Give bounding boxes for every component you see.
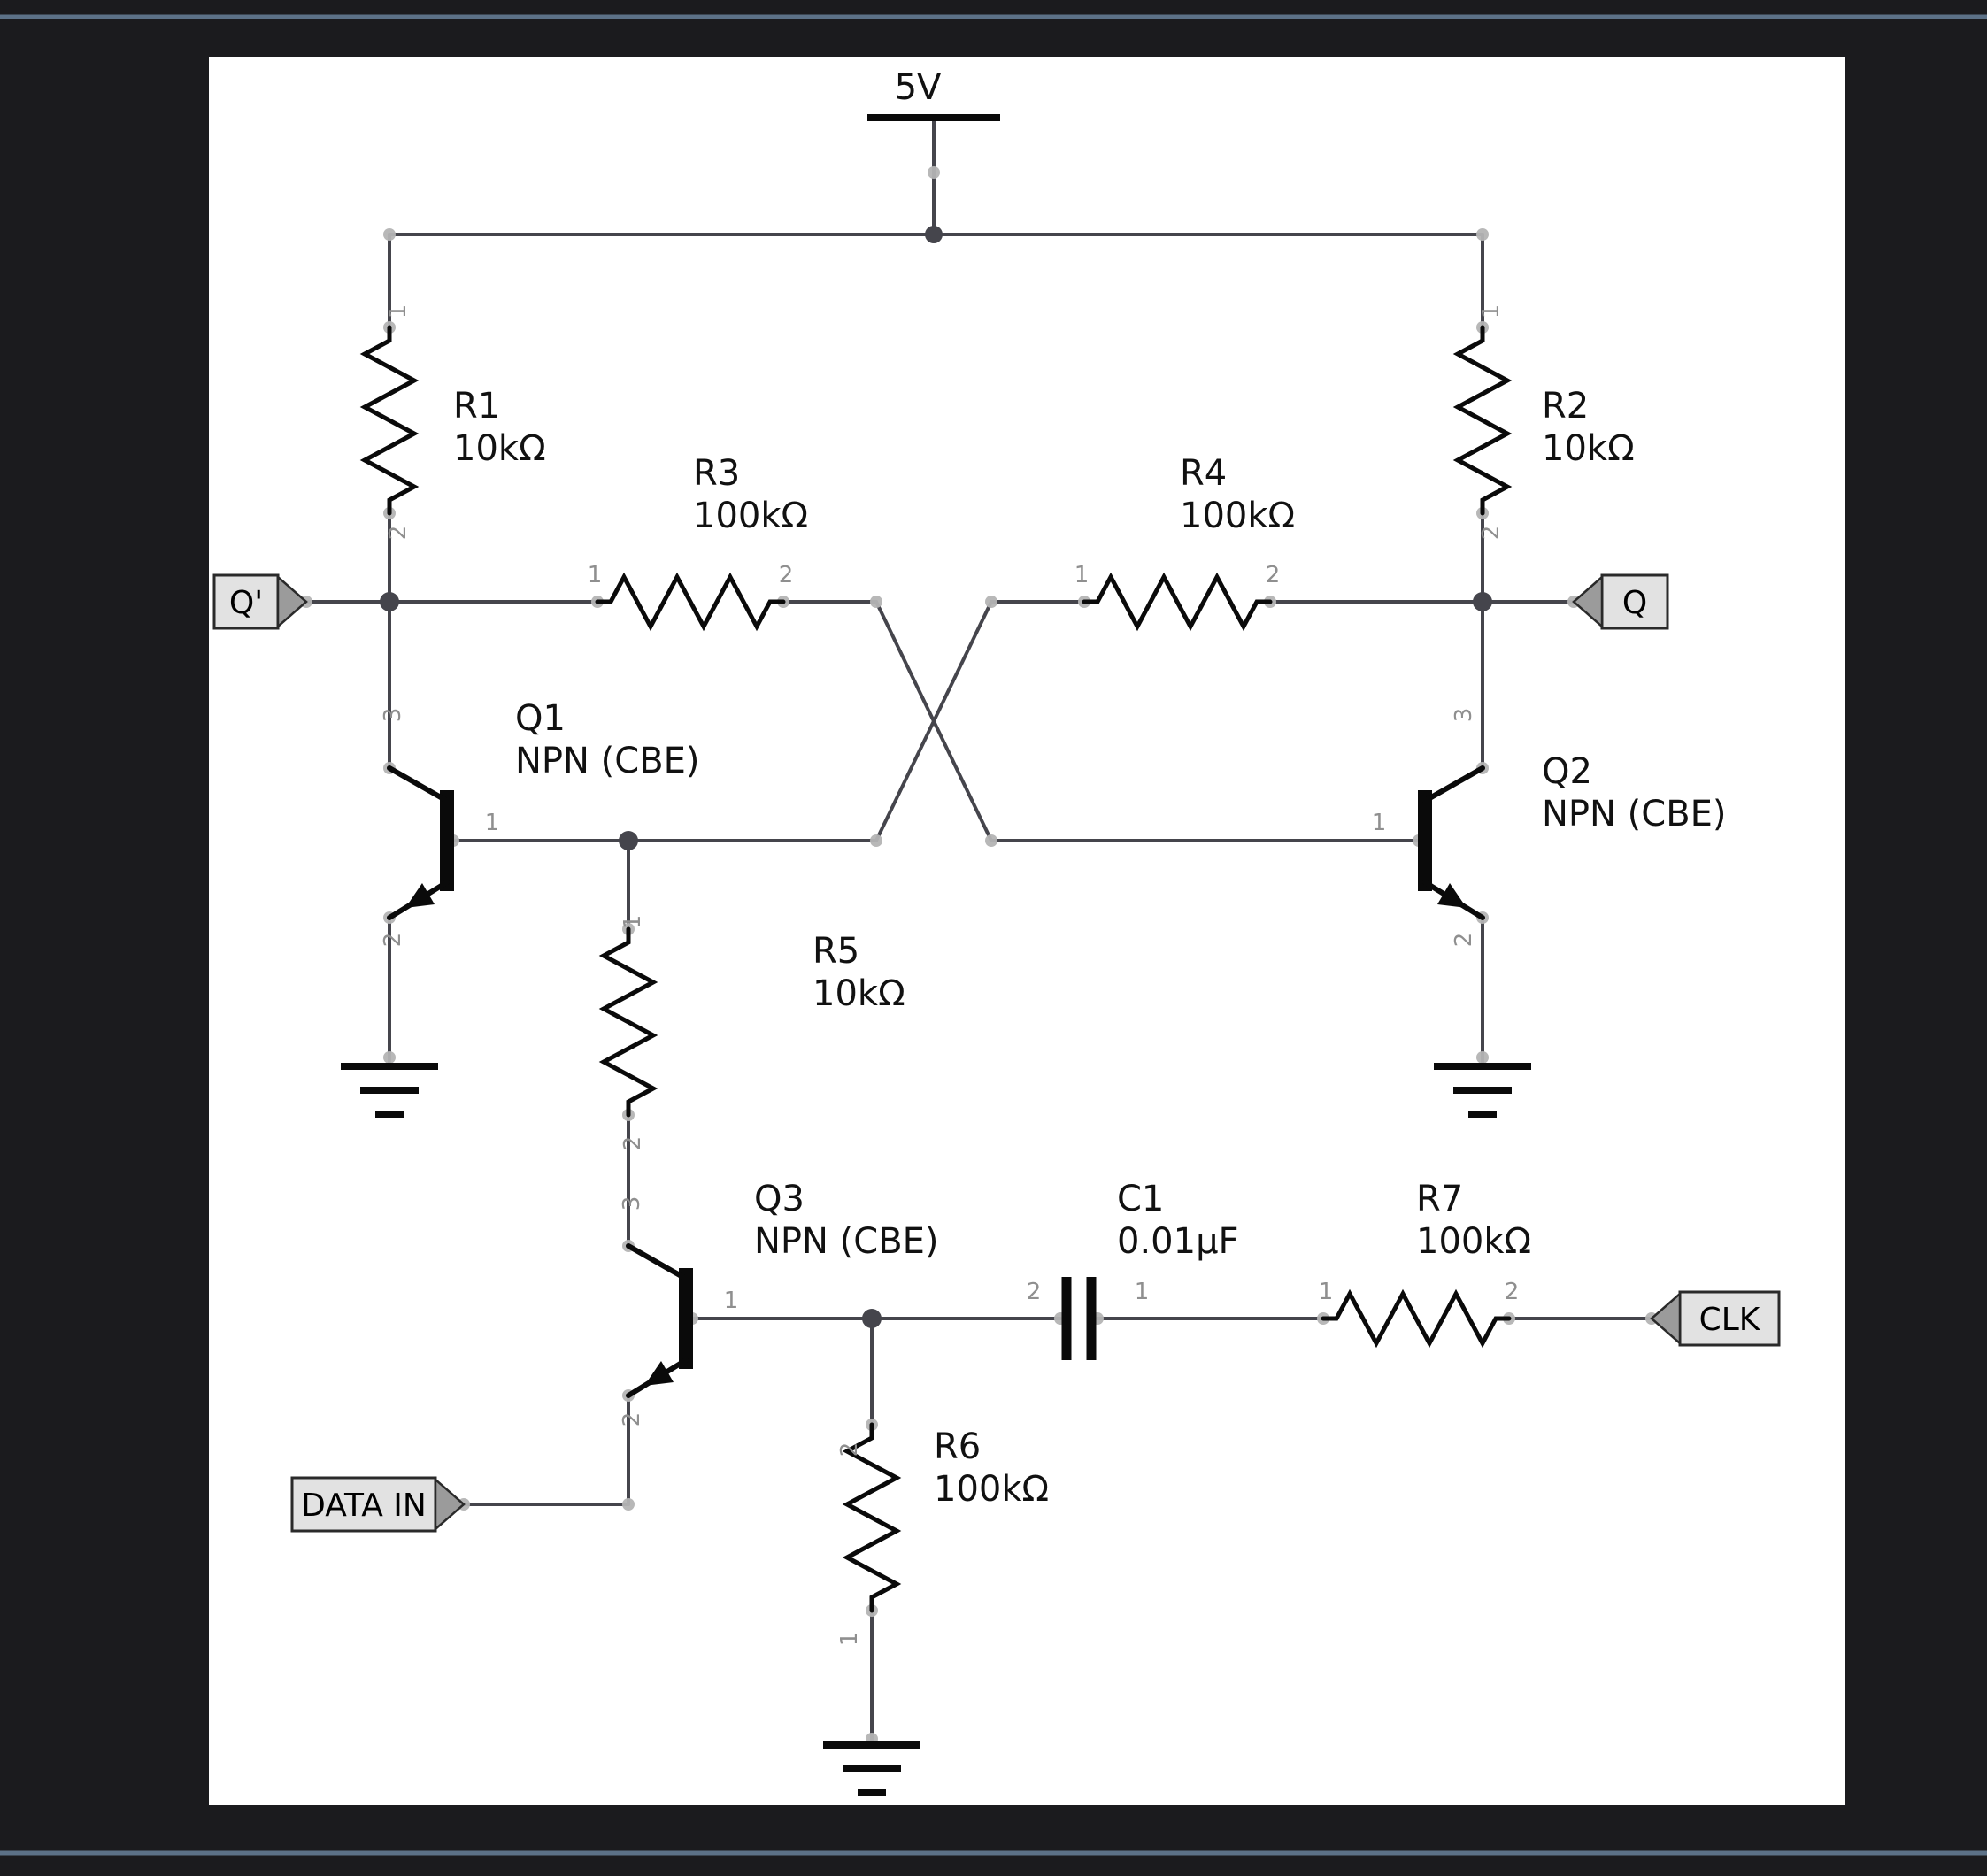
component-ref: R3 <box>693 453 740 494</box>
component-value: 10kΩ <box>1542 428 1635 469</box>
resistor-symbol <box>598 926 658 1118</box>
pin-number: 1 <box>1478 304 1505 319</box>
component-value: NPN (CBE) <box>1542 794 1727 834</box>
component-ref: R5 <box>813 931 859 972</box>
component-ref: R1 <box>453 386 500 427</box>
wire-group[interactable] <box>304 116 1653 1747</box>
pin-number: 1 <box>836 1632 863 1647</box>
pin-number: 1 <box>724 1288 739 1314</box>
port-arrow-icon <box>434 1477 466 1532</box>
pin-number: 3 <box>380 708 406 723</box>
transistor-collector <box>626 1243 689 1281</box>
component-value: NPN (CBE) <box>515 741 700 781</box>
emitter-arrow <box>1437 883 1467 908</box>
transistor-collector <box>387 765 450 803</box>
pin-number: 2 <box>779 562 794 588</box>
pin-number: 2 <box>380 933 406 948</box>
component-value: 10kΩ <box>813 973 905 1014</box>
component-value: 100kΩ <box>934 1469 1049 1510</box>
resistor-r1[interactable]: R1 10kΩ 1 2 <box>359 304 546 541</box>
ground-right[interactable] <box>1434 1063 1531 1118</box>
component-value: 100kΩ <box>1180 496 1295 536</box>
pin-number: 2 <box>385 526 412 541</box>
port-arrow-icon <box>1572 574 1604 629</box>
wire[interactable] <box>874 600 993 842</box>
component-ref: C1 <box>1117 1179 1164 1219</box>
pin-number: 1 <box>1372 810 1387 836</box>
port-label: CLK <box>1699 1302 1761 1338</box>
pin-number: 2 <box>619 1412 645 1427</box>
port-box <box>290 1476 437 1533</box>
resistor-symbol <box>595 572 786 632</box>
port-q-bar[interactable]: Q' <box>212 573 308 630</box>
component-ref: R4 <box>1180 453 1227 494</box>
pin-number: 1 <box>1319 1279 1334 1305</box>
component-value: NPN (CBE) <box>754 1221 939 1262</box>
resistor-symbol <box>1452 325 1513 516</box>
resistor-symbol <box>1321 1288 1512 1349</box>
component-ref: Q2 <box>1542 751 1592 792</box>
port-arrow-icon <box>1650 1291 1682 1346</box>
component-ref: R7 <box>1416 1179 1463 1219</box>
resistor-symbol <box>1082 572 1273 632</box>
pin-number: 2 <box>836 1442 863 1457</box>
port-label: Q <box>1622 585 1647 621</box>
power-label: 5V <box>895 67 942 108</box>
pin-number: 2 <box>1266 562 1281 588</box>
pin-number: 1 <box>620 915 646 930</box>
resistor-r7[interactable]: R7 100kΩ 1 2 <box>1319 1179 1531 1349</box>
pin-number: 1 <box>588 562 603 588</box>
component-value: 10kΩ <box>453 428 546 469</box>
schematic-canvas[interactable] <box>209 57 1845 1805</box>
component-value: 100kΩ <box>1416 1221 1531 1262</box>
port-label: DATA IN <box>301 1488 427 1524</box>
pin-number: 2 <box>1505 1279 1520 1305</box>
resistor-r3[interactable]: R3 100kΩ 1 2 <box>588 453 808 632</box>
port-q[interactable]: Q <box>1572 573 1669 630</box>
component-ref: R2 <box>1542 386 1589 427</box>
pin-number: 3 <box>1451 708 1477 723</box>
pin-number: 1 <box>485 810 500 836</box>
pin-number: 1 <box>1074 562 1090 588</box>
emitter-arrow <box>644 1361 674 1386</box>
power-source-5v[interactable]: 5V <box>867 67 1000 121</box>
component-value: 100kΩ <box>693 496 808 536</box>
port-clk[interactable]: CLK <box>1650 1290 1781 1347</box>
port-data-in[interactable]: DATA IN <box>290 1476 466 1533</box>
port-label: Q' <box>229 585 263 621</box>
pin-number: 1 <box>385 304 412 319</box>
pin-number: 2 <box>1451 933 1477 948</box>
capacitor-c1[interactable]: C1 0.01µF 2 1 <box>1027 1179 1239 1360</box>
pin-number: 1 <box>1135 1279 1150 1305</box>
resistor-symbol <box>842 1422 902 1613</box>
component-value: 0.01µF <box>1117 1221 1239 1262</box>
pin-number: 2 <box>620 1136 646 1151</box>
pin-number: 2 <box>1027 1279 1042 1305</box>
transistor-collector <box>1422 765 1485 803</box>
emitter-arrow <box>405 883 435 908</box>
resistor-r2[interactable]: R2 10kΩ 1 2 <box>1452 304 1635 541</box>
port-box <box>1678 1290 1781 1347</box>
component-ref: Q1 <box>515 698 566 739</box>
resistor-r6[interactable]: R6 100kΩ 2 1 <box>836 1422 1049 1647</box>
resistor-symbol <box>359 325 420 516</box>
pin-number: 2 <box>1478 526 1505 541</box>
transistor-q1[interactable]: Q1 NPN (CBE) 1 3 2 <box>380 698 700 947</box>
resistor-r4[interactable]: R4 100kΩ 1 2 <box>1074 453 1295 632</box>
transistor-q2[interactable]: Q2 NPN (CBE) 1 3 2 <box>1372 708 1727 948</box>
resistor-r5[interactable]: R5 10kΩ 1 2 <box>598 915 905 1151</box>
transistor-q3[interactable]: Q3 NPN (CBE) 1 3 2 <box>619 1179 939 1426</box>
port-arrow-icon <box>276 574 308 629</box>
ground-left[interactable] <box>341 1063 438 1118</box>
junction-dots <box>380 226 1492 1328</box>
component-ref: R6 <box>934 1426 981 1467</box>
ground-bottom[interactable] <box>823 1741 920 1796</box>
component-ref: Q3 <box>754 1179 805 1219</box>
pin-number: 3 <box>619 1196 645 1211</box>
